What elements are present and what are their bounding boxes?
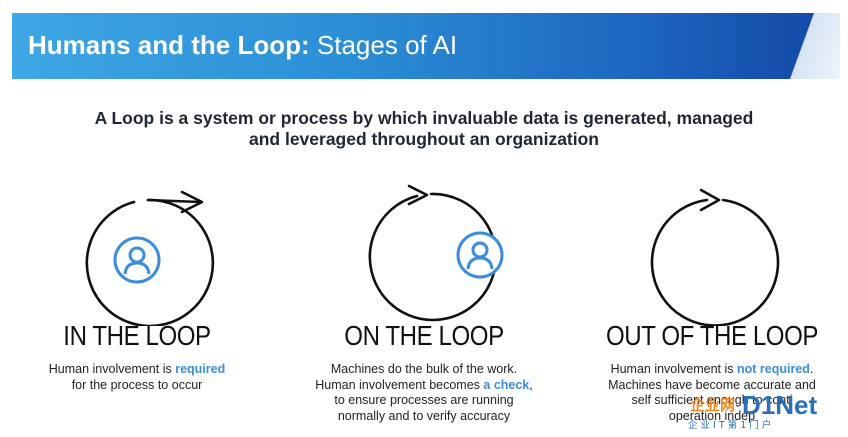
title-banner: Humans and the Loop: Stages of AI	[12, 13, 840, 79]
stage-description: Human involvement is not required. Machi…	[587, 362, 837, 424]
desc-line: operation indep	[668, 408, 756, 423]
desc-line: Machines have become accurate and	[608, 377, 816, 392]
desc-highlight: not required	[737, 362, 810, 376]
loop-definition-line-1: A Loop is a system or process by which i…	[94, 108, 754, 128]
desc-line: Human involvement is not required.	[587, 362, 837, 378]
watermark-logo-text: D1Net	[742, 390, 817, 420]
loop-definition-line-2: and leveraged throughout an organization	[248, 129, 600, 149]
desc-line: normally and to verify accuracy	[337, 408, 511, 423]
watermark-prefix: 企业网	[689, 396, 735, 414]
stage-description: Machines do the bulk of the work. Human …	[299, 362, 549, 424]
desc-line: for the process to occur	[71, 377, 203, 392]
watermark-tagline: 企 业 I T 第 1 门 户	[688, 419, 771, 431]
page-title-bold: Humans and the Loop:	[28, 30, 310, 60]
stage-title: OUT OF THE LOOP	[605, 320, 819, 351]
desc-line: Human involvement is required	[12, 362, 262, 378]
loop-cycle-icon	[368, 184, 498, 322]
person-icon	[113, 236, 161, 284]
desc-line: Machines do the bulk of the work.	[330, 362, 518, 376]
d1net-watermark-logo: 企业网 D1Net 企 业 I T 第 1 门 户	[684, 388, 844, 432]
desc-highlight: a check	[483, 377, 530, 392]
page-title-light: Stages of AI	[316, 30, 458, 60]
person-icon	[456, 231, 504, 279]
desc-text: Human involvement becomes	[315, 377, 484, 392]
desc-text: ,	[529, 377, 533, 392]
desc-line: Human involvement becomes a check,	[299, 378, 549, 394]
desc-text: .	[809, 362, 814, 376]
loop-cycle-icon	[85, 190, 215, 326]
loop-cycle-icon	[650, 188, 780, 326]
desc-text: Human involvement is	[610, 362, 738, 376]
stage-title: ON THE LOOP	[344, 320, 504, 351]
desc-line: self sufficient enough to conti	[631, 393, 793, 407]
desc-highlight: required	[175, 362, 226, 376]
desc-text: Human involvement is	[48, 362, 176, 376]
page-title: Humans and the Loop: Stages of AI	[28, 30, 457, 61]
desc-line: to ensure processes are running	[334, 393, 514, 407]
loop-definition: A Loop is a system or process by which i…	[0, 108, 848, 150]
banner-accent	[780, 13, 840, 79]
stage-title: IN THE LOOP	[63, 320, 211, 351]
stage-description: Human involvement is required for the pr…	[12, 362, 262, 393]
watermark-graphic: 企业网 D1Net 企 业 I T 第 1 门 户	[688, 390, 817, 431]
